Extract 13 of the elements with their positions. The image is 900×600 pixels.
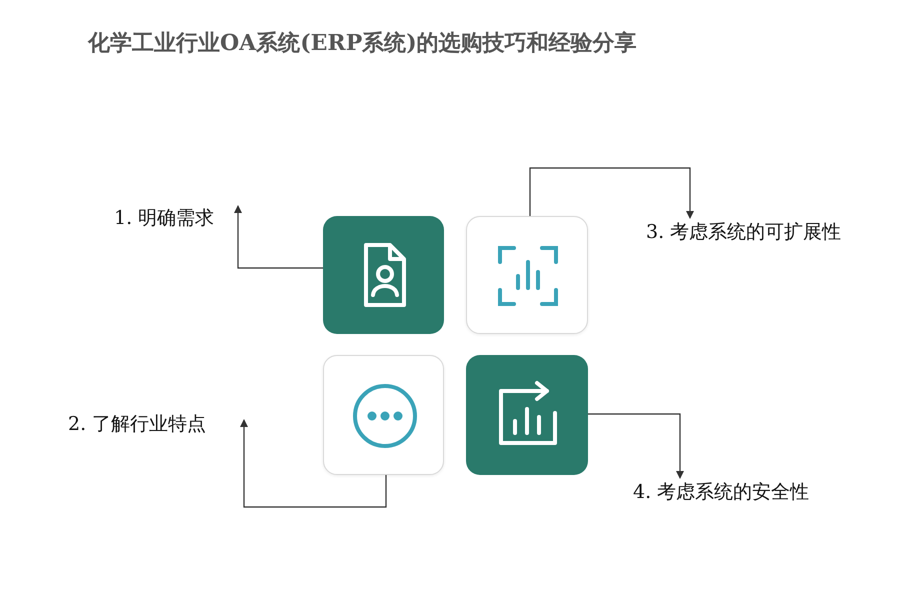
arrow (234, 205, 323, 269)
icon-tile (323, 355, 444, 475)
arrow (240, 419, 387, 508)
step-label: 1. 明确需求 (114, 205, 236, 231)
icon-tile (466, 216, 588, 334)
icon-tile (323, 216, 444, 334)
title: 化学工业行业OA系统(ERP系统)的选购技巧和经验分享 (88, 29, 637, 58)
icon-tile (466, 355, 588, 475)
step-label: 2. 了解行业特点 (68, 411, 238, 437)
arrow (529, 167, 694, 219)
step-label: 4. 考虑系统的安全性 (633, 479, 847, 505)
step-label: 3. 考虑系统的可扩展性 (646, 219, 882, 245)
arrow (588, 413, 684, 479)
